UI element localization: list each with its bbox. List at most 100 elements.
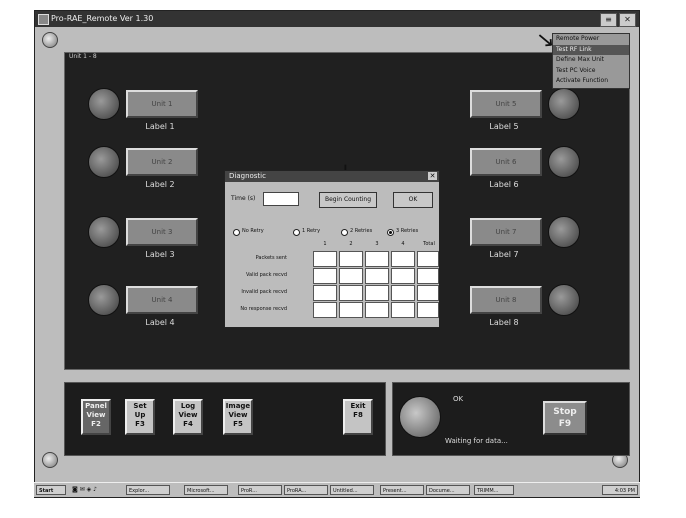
unit-label: Label 5 <box>489 122 519 131</box>
taskbar-item[interactable]: Explor... <box>126 485 170 495</box>
unit-button[interactable]: Unit 6 <box>470 148 542 176</box>
screw-icon <box>42 452 58 468</box>
grid-cell <box>339 285 363 301</box>
grid-cell <box>313 268 337 284</box>
time-label: Time (s) <box>231 195 256 202</box>
close-icon[interactable]: ✕ <box>619 13 636 27</box>
unit-button[interactable]: Unit 8 <box>470 286 542 314</box>
menu-item[interactable]: Activate Function <box>556 77 609 84</box>
ok-button[interactable]: OK <box>393 192 433 208</box>
grid-cell <box>313 285 337 301</box>
grid-cell <box>339 251 363 267</box>
column-header: 1 <box>323 241 327 247</box>
retry-radio[interactable] <box>387 229 394 236</box>
unit-led-icon <box>88 284 120 316</box>
unit-led-icon <box>88 216 120 248</box>
grid-cell <box>391 302 415 318</box>
close-icon[interactable]: ✕ <box>428 172 437 180</box>
taskbar-item[interactable]: ProRA... <box>284 485 328 495</box>
grid-cell <box>417 302 439 318</box>
fkey-line1: Image <box>225 402 251 410</box>
menu-item[interactable]: Remote Power <box>556 35 600 42</box>
unit-led-icon <box>548 284 580 316</box>
grid-cell <box>365 285 389 301</box>
retry-radio-label: 3 Retries <box>396 228 419 234</box>
retry-radio[interactable] <box>233 229 240 236</box>
retry-radio[interactable] <box>341 229 348 236</box>
stop-label: Stop <box>553 407 577 417</box>
grid-cell <box>339 302 363 318</box>
grid-cell <box>339 268 363 284</box>
unit-label: Label 4 <box>145 318 175 327</box>
grid-cell <box>417 285 439 301</box>
unit-button[interactable]: Unit 2 <box>126 148 198 176</box>
fkey-line2: View <box>178 411 198 419</box>
grid-cell <box>365 302 389 318</box>
taskbar-item[interactable]: Untitled... <box>330 485 374 495</box>
fkey-key: F5 <box>233 420 243 428</box>
taskbar-item[interactable]: Microsoft... <box>184 485 228 495</box>
unit-led-icon <box>548 146 580 178</box>
fkey-line1: Log <box>180 402 196 410</box>
fkey-line1: Exit <box>350 402 366 410</box>
retry-radio[interactable] <box>293 229 300 236</box>
menu-item[interactable]: Test PC Voice <box>556 66 596 74</box>
stop-button[interactable]: Stop F9 <box>543 401 587 435</box>
unit-label: Label 6 <box>489 180 519 189</box>
retry-radio-label: 2 Retries <box>350 228 373 234</box>
menu-icon[interactable]: ≡ <box>600 13 617 27</box>
grid-cell <box>365 268 389 284</box>
quick-launch-icons[interactable]: ◙ ✉ ◈ ♪ <box>72 486 98 493</box>
fkey-line2: Up <box>134 411 146 419</box>
column-header: Total <box>423 241 435 247</box>
fkey-key: F2 <box>91 420 101 428</box>
fkey-line1: Panel <box>85 402 107 410</box>
status-message: Waiting for data... <box>445 437 508 445</box>
fkey-line1: Set <box>133 402 147 410</box>
unit-button[interactable]: Unit 4 <box>126 286 198 314</box>
unit-led-icon <box>88 88 120 120</box>
column-header: 2 <box>349 241 353 247</box>
diagnostic-dialog: Diagnostic ✕ Time (s) Begin Counting OK … <box>224 170 440 328</box>
start-button[interactable]: Start <box>36 485 66 495</box>
unit-button[interactable]: Unit 5 <box>470 90 542 118</box>
unit-button[interactable]: Unit 1 <box>126 90 198 118</box>
status-led-icon <box>399 396 441 438</box>
window-title: Pro-RAE_Remote Ver 1.30 <box>51 14 154 23</box>
taskbar-item[interactable]: Docume... <box>426 485 470 495</box>
unit-led-icon <box>548 216 580 248</box>
taskbar-item[interactable]: ProR... <box>238 485 282 495</box>
status-panel: OK Waiting for data... Stop F9 <box>392 382 630 456</box>
taskbar-item[interactable]: Present... <box>380 485 424 495</box>
dialog-title-bar: Diagnostic ✕ <box>225 171 439 182</box>
menu-item[interactable]: Test RF Link <box>553 44 629 55</box>
fkey-line2: View <box>86 411 106 419</box>
menu-item[interactable]: Define Max Unit <box>556 56 605 63</box>
panel-tab[interactable]: Unit 1 - 8 <box>69 53 97 60</box>
unit-label: Label 1 <box>145 122 175 131</box>
screw-icon <box>42 32 58 48</box>
unit-button[interactable]: Unit 7 <box>470 218 542 246</box>
row-label: Invalid pack recvd <box>241 289 287 295</box>
app-icon <box>38 14 49 25</box>
grid-cell <box>313 302 337 318</box>
status-ok: OK <box>453 395 464 403</box>
row-label: No response recvd <box>240 306 287 312</box>
begin-counting-button[interactable]: Begin Counting <box>319 192 377 208</box>
system-clock: 4:03 PM <box>602 485 638 495</box>
unit-button[interactable]: Unit 3 <box>126 218 198 246</box>
grid-cell <box>417 268 439 284</box>
fkey-key: F4 <box>183 420 193 428</box>
unit-led-icon <box>548 88 580 120</box>
time-input[interactable] <box>263 192 299 206</box>
unit-label: Label 8 <box>489 318 519 327</box>
taskbar-item[interactable]: TRIMM... <box>474 485 514 495</box>
retry-radio-label: No Retry <box>242 228 264 234</box>
grid-cell <box>391 285 415 301</box>
